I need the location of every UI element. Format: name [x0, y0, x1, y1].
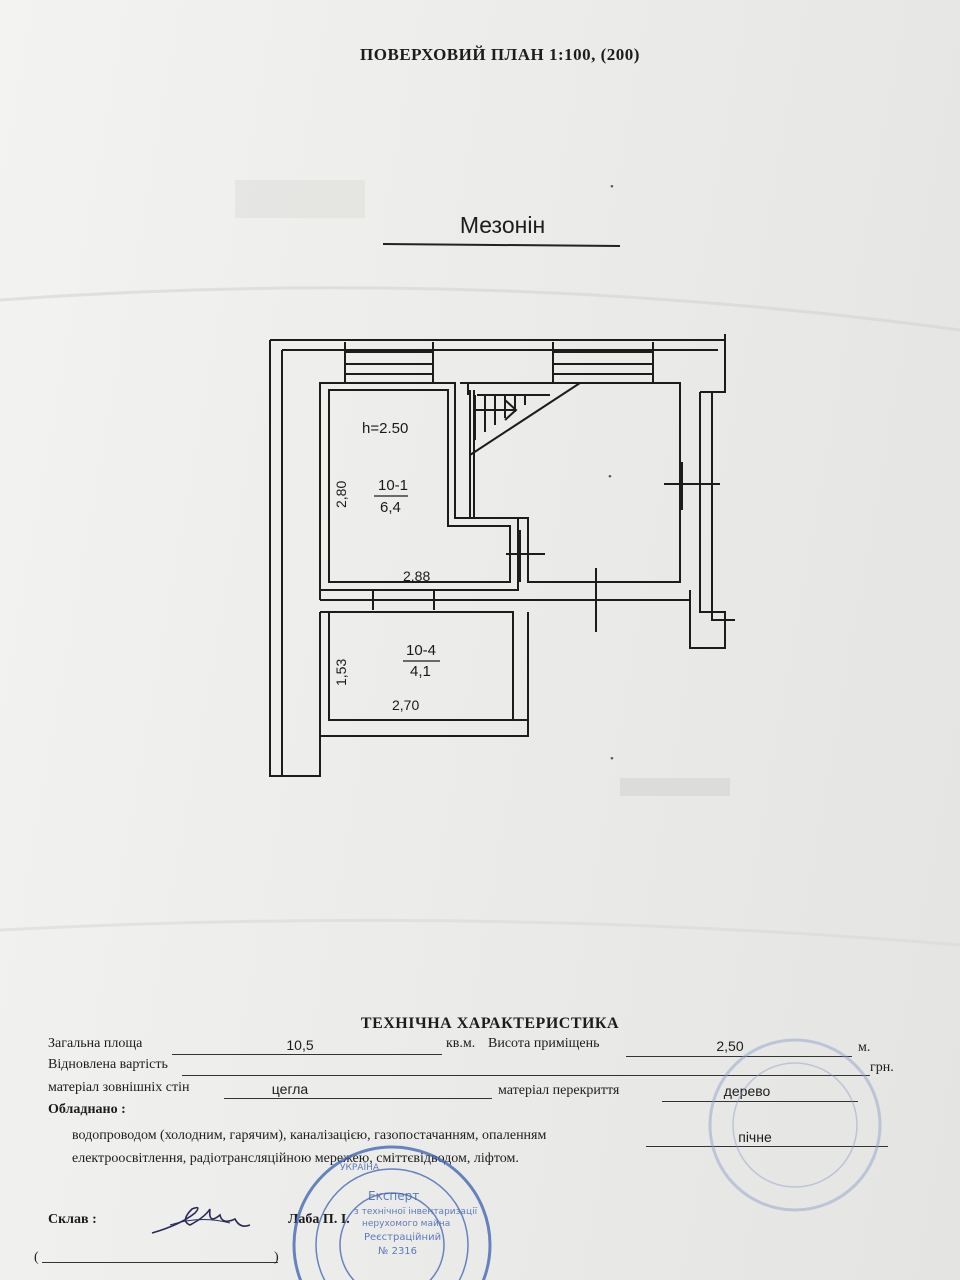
total-area-value: 10,5: [286, 1037, 314, 1053]
restored-value-label: Відновлена вартість: [48, 1057, 168, 1072]
area-unit: кв.м.: [446, 1036, 476, 1051]
floor-name: Мезонін: [459, 212, 546, 238]
room-10-4-number: 10-4: [406, 642, 436, 659]
room-10-4-dim-vertical: 1,53: [333, 659, 349, 686]
plan-walls: [269, 334, 735, 777]
room-10-4-area: 4,1: [410, 663, 431, 680]
walls-label: матеріал зовнішніх стін: [48, 1080, 190, 1095]
room-10-4-dim-horizontal: 2,70: [392, 697, 419, 713]
room-10-1-dim-horizontal: 2,88: [403, 568, 430, 584]
floors-label: матеріал перекриття: [498, 1083, 620, 1098]
composed-label: Склав :: [48, 1212, 97, 1227]
room-10-1-area: 6,4: [380, 499, 401, 516]
tech-section-title: ТЕХНІЧНА ХАРАКТЕРИСТИКА: [360, 1015, 620, 1032]
bracket-close: ): [274, 1250, 279, 1265]
total-area-label: Загальна площа: [48, 1036, 143, 1051]
stray-mark: •: [610, 181, 614, 193]
equipped-line-1: водопроводом (холодним, гарячим), каналі…: [72, 1128, 547, 1143]
equipped-label: Обладнано :: [48, 1102, 126, 1117]
stray-mark: •: [610, 753, 614, 765]
stray-mark: •: [608, 471, 612, 483]
height-value: 2,50: [716, 1038, 744, 1054]
room-10-1-dim-vertical: 2,80: [333, 481, 349, 508]
composed-name: Лаба П. І.: [288, 1212, 350, 1227]
room-10-1-height: h=2.50: [362, 420, 408, 437]
currency: грн.: [870, 1060, 894, 1075]
walls-value: цегла: [271, 1081, 309, 1097]
room-10-1-number: 10-1: [378, 477, 408, 494]
floors-value: дерево: [723, 1083, 771, 1099]
height-label: Висота приміщень: [488, 1036, 600, 1051]
equipped-line-2: електроосвітлення, радіотрансляційною ме…: [72, 1151, 519, 1166]
height-unit: м.: [858, 1040, 871, 1055]
page-title: ПОВЕРХОВИЙ ПЛАН 1:100, (200): [360, 45, 640, 64]
bracket-open: (: [34, 1250, 39, 1265]
heating-value: пічне: [738, 1129, 772, 1145]
